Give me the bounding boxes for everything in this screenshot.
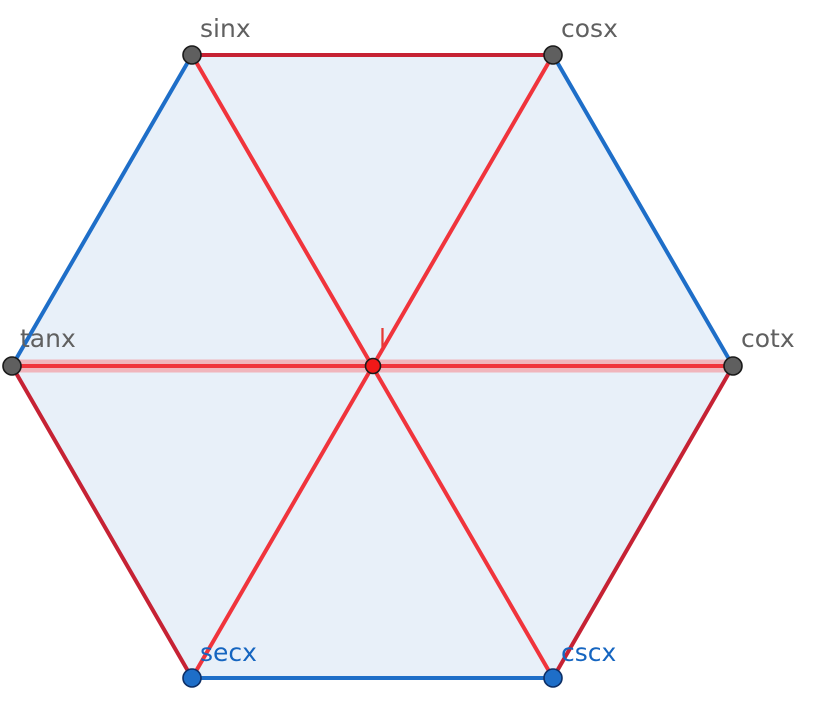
- label-center: l: [379, 324, 386, 353]
- point-secx[interactable]: [182, 668, 202, 688]
- point-tanx[interactable]: [2, 356, 22, 376]
- point-sinx[interactable]: [182, 45, 202, 65]
- edge-cotx-cscx: [551, 365, 735, 679]
- point-cosx[interactable]: [543, 45, 563, 65]
- edge-tanx-secx: [10, 365, 194, 679]
- label-cosx: cosx: [561, 14, 618, 43]
- label-cscx: cscx: [561, 638, 616, 667]
- label-secx: secx: [200, 638, 257, 667]
- point-cscx[interactable]: [543, 668, 563, 688]
- point-cotx[interactable]: [723, 356, 743, 376]
- label-cotx: cotx: [741, 324, 795, 353]
- point-center[interactable]: [364, 357, 382, 375]
- edge-cosx-cotx: [551, 53, 735, 368]
- label-tanx: tanx: [20, 324, 76, 353]
- edge-sinx-tanx: [10, 53, 194, 368]
- label-sinx: sinx: [200, 14, 251, 43]
